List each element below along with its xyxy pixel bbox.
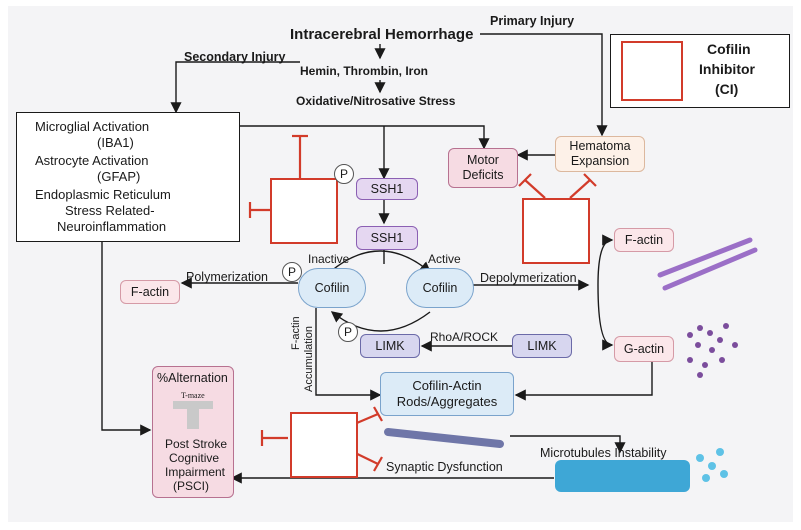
synaptic-dysfunction-label: Synaptic Dysfunction xyxy=(386,460,503,474)
phospho-badge-cofilin: P xyxy=(282,262,302,282)
cofilin-active: Cofilin xyxy=(406,268,474,308)
f-actin-right: F-actin xyxy=(614,228,674,252)
f-actin-accumulation-2: Accumulation xyxy=(303,325,315,392)
t-maze-bar xyxy=(173,401,213,409)
inhibitor-icon-right xyxy=(522,198,590,264)
t-maze-label: T-maze xyxy=(181,391,205,400)
psci-box: %Alternation T-maze Post Stroke Cognitiv… xyxy=(152,366,234,498)
active-label: Active xyxy=(428,252,461,266)
limk-phosphorylated: LIMK xyxy=(360,334,420,358)
item2a: Astrocyte Activation xyxy=(35,153,149,168)
legend-line3: (CI) xyxy=(715,81,739,97)
item3a: Endoplasmic Reticulum xyxy=(35,187,171,202)
inactive-label: Inactive xyxy=(308,252,350,266)
polymerization-label: Polymerization xyxy=(186,270,268,284)
rhoa-rock-label: RhoA/ROCK xyxy=(430,330,499,344)
psci-line3: Impairment xyxy=(165,465,226,479)
phospho-badge-ssh1: P xyxy=(334,164,354,184)
primary-injury-label: Primary Injury xyxy=(490,14,575,28)
legend-line2: Inhibitor xyxy=(699,61,755,77)
f-actin-filament-1 xyxy=(657,237,753,278)
alternation-label: %Alternation xyxy=(157,371,228,385)
psci-line4: (PSCI) xyxy=(173,479,209,493)
microtubules-label: Microtubules Instability xyxy=(540,446,667,460)
psci-line2: Cognitive xyxy=(169,451,220,465)
g-actin: G-actin xyxy=(614,336,674,362)
item3b: Stress Related- xyxy=(65,203,155,218)
item1b: (IBA1) xyxy=(97,135,134,150)
psci-line1: Post Stroke xyxy=(165,437,228,451)
f-actin-left: F-actin xyxy=(120,280,180,304)
hemin-label: Hemin, Thrombin, Iron xyxy=(300,64,428,78)
inhibitor-structure-icon xyxy=(621,41,683,101)
f-actin-filament-2 xyxy=(662,247,758,291)
phospho-badge-limk: P xyxy=(338,322,358,342)
cofilin-inactive: Cofilin xyxy=(298,268,366,308)
title: Intracerebral Hemorrhage xyxy=(290,26,474,43)
inhibitor-icon-top xyxy=(270,178,338,244)
legend-box: Cofilin Inhibitor (CI) xyxy=(610,34,790,108)
depolymerization-label: Depolymerization xyxy=(480,271,577,285)
microtubule-shape xyxy=(555,460,690,492)
neuroinflammation-box: Microglial Activation (IBA1) Astrocyte A… xyxy=(16,112,240,242)
hematoma-expansion: Hematoma Expansion xyxy=(555,136,645,172)
inhibitor-icon-bottom xyxy=(290,412,358,478)
cofilin-actin-rods: Cofilin-Actin Rods/Aggregates xyxy=(380,372,514,416)
legend-line1: Cofilin xyxy=(707,41,751,57)
ssh1: SSH1 xyxy=(356,226,418,250)
secondary-injury-label: Secondary Injury xyxy=(184,50,286,64)
t-maze-stem xyxy=(187,409,199,429)
oxidative-label: Oxidative/Nitrosative Stress xyxy=(296,94,456,108)
motor-deficits: Motor Deficits xyxy=(448,148,518,188)
item3c: Neuroinflammation xyxy=(57,219,167,234)
item2b: (GFAP) xyxy=(97,169,141,184)
f-actin-accumulation-1: F-actin xyxy=(290,316,302,350)
ssh1-phosphorylated: SSH1 xyxy=(356,178,418,200)
item1a: Microglial Activation xyxy=(35,119,150,134)
limk: LIMK xyxy=(512,334,572,358)
